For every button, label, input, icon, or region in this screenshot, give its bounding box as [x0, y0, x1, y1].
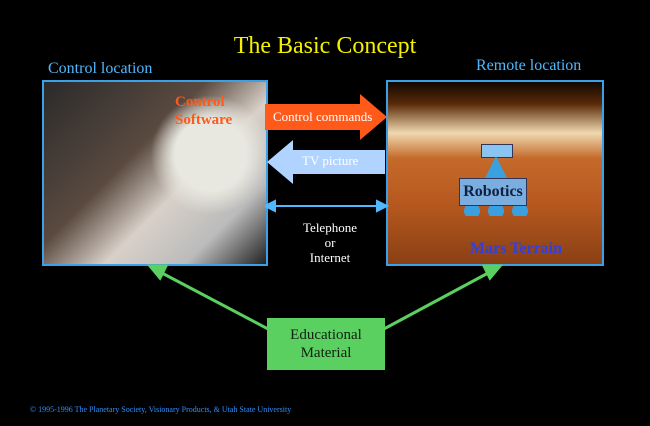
education-to-control-arrow: [159, 270, 271, 332]
telephone-arrow: [265, 199, 390, 213]
control-commands-arrow: [265, 94, 387, 140]
robot-wheels-icon: [460, 206, 532, 216]
copyright-text: © 1995-1996 The Planetary Society, Visio…: [30, 405, 292, 414]
tv-picture-label: TV picture: [302, 153, 359, 168]
or-text: or: [324, 235, 336, 250]
control-commands-label: Control commands: [273, 109, 373, 124]
mars-terrain-label: Mars Terrain: [470, 240, 562, 257]
diagram-title: The Basic Concept: [233, 33, 417, 59]
education-to-remote-arrow: [381, 270, 491, 332]
tv-picture-arrow: [267, 140, 385, 184]
internet-text: Internet: [309, 250, 351, 265]
telephone-text: Telephone: [303, 220, 357, 235]
mars-terrain-photo: [386, 80, 604, 266]
control-software-label: Control Software: [175, 94, 233, 128]
remote-location-label: Remote location: [476, 57, 582, 74]
robotics-label: Robotics: [459, 178, 527, 206]
connection-arrows: [265, 94, 390, 213]
telephone-internet-label: Telephone or Internet: [290, 220, 370, 265]
educational-material-box: Educational Material: [267, 318, 385, 370]
control-location-label: Control location: [48, 60, 153, 77]
